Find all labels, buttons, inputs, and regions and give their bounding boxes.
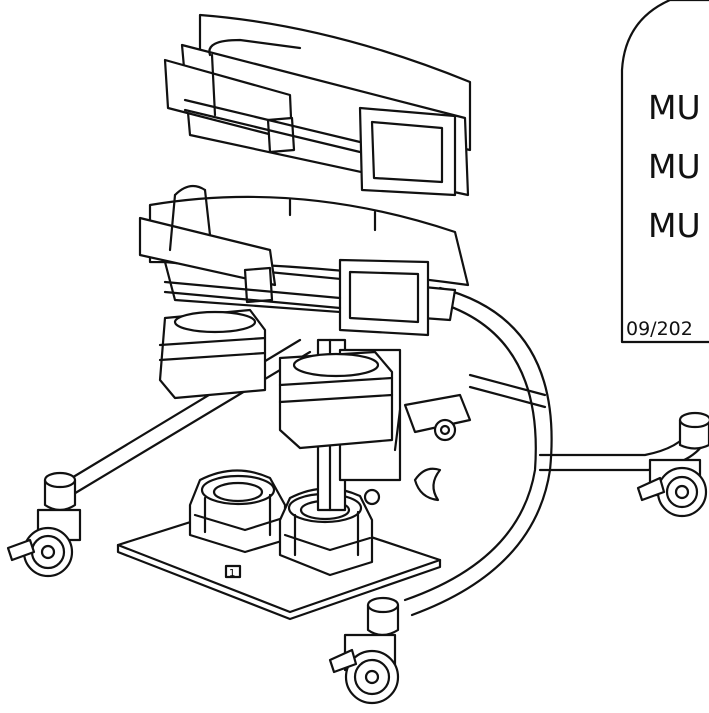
model-line-3: MU — [648, 206, 701, 245]
revision-date: 09/202 — [626, 318, 693, 340]
label-panel-outline — [620, 0, 709, 344]
caster-right — [636, 411, 709, 518]
footplate-marker-box — [224, 564, 242, 579]
model-line-2: MU — [648, 147, 701, 186]
model-line-1: MU — [648, 88, 701, 127]
chest-support — [163, 13, 472, 197]
footplate-marker: 1 — [229, 568, 235, 579]
adjustment-knobs — [393, 393, 472, 502]
knee-pad-right — [278, 350, 394, 450]
foot-binding-left — [188, 469, 287, 554]
pelvic-support — [138, 184, 470, 337]
knee-pad-left — [158, 308, 267, 400]
caster-front — [328, 596, 400, 705]
caster-left — [6, 471, 82, 578]
